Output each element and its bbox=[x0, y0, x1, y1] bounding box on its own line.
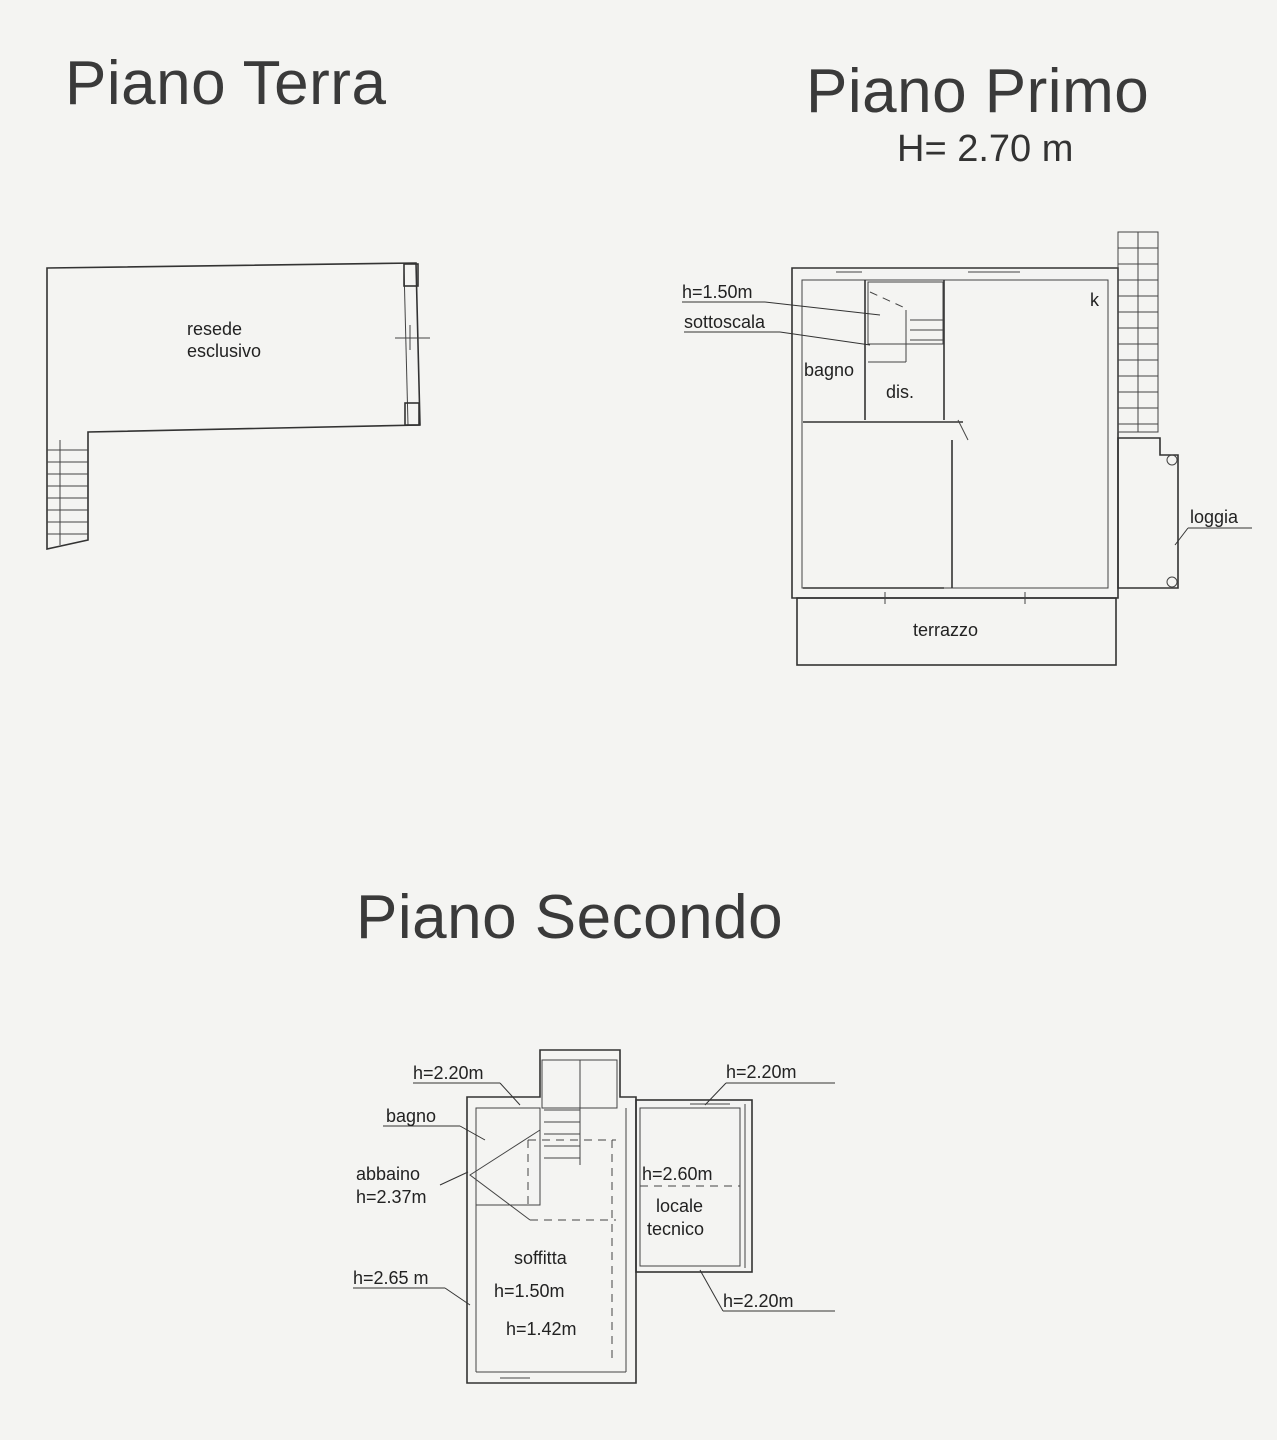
label-locale: locale bbox=[656, 1196, 703, 1216]
label-tecnico: tecnico bbox=[647, 1219, 704, 1239]
label-soffitta: soffitta bbox=[514, 1248, 568, 1268]
label-h220-top-right: h=2.20m bbox=[726, 1062, 797, 1082]
label-bagno-second: bagno bbox=[386, 1106, 436, 1126]
label-terrazzo: terrazzo bbox=[913, 620, 978, 640]
ground-floor-plan: resede esclusivo bbox=[46, 262, 430, 550]
label-h150-second: h=1.50m bbox=[494, 1281, 565, 1301]
label-esclusivo: esclusivo bbox=[187, 341, 261, 361]
second-floor-stair bbox=[541, 1059, 618, 1165]
first-floor-height: H= 2.70 m bbox=[897, 128, 1074, 170]
label-sottoscala: sottoscala bbox=[684, 312, 766, 332]
ground-floor-title: Piano Terra bbox=[65, 49, 387, 118]
first-floor-external-stair bbox=[1117, 231, 1159, 433]
label-h220-bottom-right: h=2.20m bbox=[723, 1291, 794, 1311]
label-h260: h=2.60m bbox=[642, 1164, 713, 1184]
label-abbaino: abbaino bbox=[356, 1164, 420, 1184]
label-k: k bbox=[1090, 290, 1100, 310]
label-resede: resede bbox=[187, 319, 242, 339]
first-floor-title: Piano Primo bbox=[806, 57, 1150, 126]
ground-stair bbox=[47, 440, 88, 545]
label-loggia: loggia bbox=[1190, 507, 1239, 527]
label-h265: h=2.65 m bbox=[353, 1268, 429, 1288]
second-floor-title: Piano Secondo bbox=[356, 883, 784, 952]
label-dis: dis. bbox=[886, 382, 914, 402]
label-h150: h=1.50m bbox=[682, 282, 753, 302]
first-floor-plan: h=1.50m sottoscala bagno dis. k loggia t… bbox=[682, 231, 1252, 666]
label-h142: h=1.42m bbox=[506, 1319, 577, 1339]
second-floor-plan: h=2.20m bagno abbaino h=2.37m h=2.65 m s… bbox=[353, 1049, 835, 1384]
label-h220-top-left: h=2.20m bbox=[413, 1063, 484, 1083]
first-floor-stair bbox=[867, 281, 944, 363]
label-bagno: bagno bbox=[804, 360, 854, 380]
label-h237: h=2.37m bbox=[356, 1187, 427, 1207]
